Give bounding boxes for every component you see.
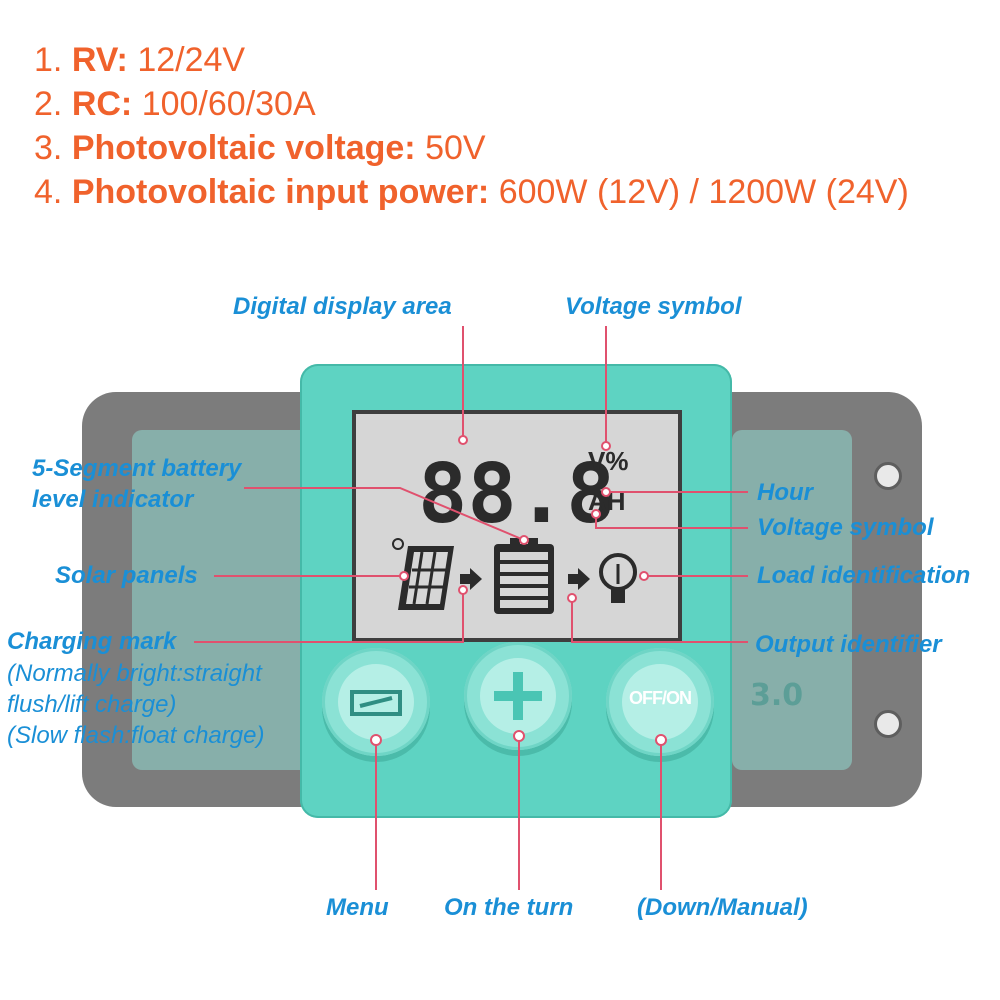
spec-label: RV: <box>71 41 128 79</box>
battery-icon <box>494 538 554 614</box>
callout-load-identification: Load identification <box>757 562 971 589</box>
callout-hour: Hour <box>757 479 813 506</box>
charging-note-line1: (Normally bright:straight <box>7 660 262 687</box>
menu-button-face <box>338 664 414 740</box>
menu-button[interactable] <box>322 648 430 756</box>
screw-icon <box>874 710 902 738</box>
spec-number: 4. <box>34 173 63 211</box>
spec-value: 100/60/30A <box>141 85 316 123</box>
callout-battery-indicator-line1: 5-Segment battery <box>32 455 242 482</box>
callout-menu: Menu <box>326 894 389 921</box>
front-panel: 88.8 V% AH <box>300 364 732 818</box>
spec-line-1: 1. RV: 12/24V <box>34 40 245 80</box>
offon-button-face: OFF/ON <box>622 664 698 740</box>
callout-voltage-symbol-top: Voltage symbol <box>565 293 742 320</box>
spec-label: RC: <box>71 85 133 123</box>
lcd-unit-ah: AH <box>588 486 626 516</box>
callout-solar-panels: Solar panels <box>55 562 198 589</box>
callout-charging-mark: Charging mark <box>7 628 177 655</box>
lcd-graphics: 88.8 V% AH <box>392 446 637 614</box>
spec-value: 600W (12V) / 1200W (24V) <box>498 173 909 211</box>
spec-label: Photovoltaic input power: <box>71 173 490 211</box>
screw-icon <box>874 462 902 490</box>
housing-label-right <box>732 430 852 770</box>
plus-button[interactable] <box>464 642 572 750</box>
spec-line-2: 2. RC: 100/60/30A <box>34 84 316 124</box>
plus-button-face <box>480 658 556 734</box>
solar-panel-icon <box>392 538 454 610</box>
spec-label: Photovoltaic voltage: <box>71 129 416 167</box>
spec-value: 50V <box>425 129 486 167</box>
callout-voltage-symbol: Voltage symbol <box>757 514 934 541</box>
spec-line-3: 3. Photovoltaic voltage: 50V <box>34 128 486 168</box>
spec-value: 12/24V <box>137 41 246 79</box>
menu-icon <box>350 690 402 716</box>
spec-line-4: 4. Photovoltaic input power: 600W (12V) … <box>34 172 909 212</box>
plus-icon <box>494 672 542 720</box>
lcd-digits: 88.8 <box>418 447 615 542</box>
lcd-unit-voltage: V% <box>588 446 628 476</box>
spec-number: 1. <box>34 41 63 79</box>
load-bulb-icon <box>599 553 637 603</box>
callout-on-the-turn: On the turn <box>444 894 574 921</box>
callout-digital-display-area: Digital display area <box>233 293 452 320</box>
callout-battery-indicator-line2: level indicator <box>32 486 194 513</box>
housing-ghost-text: 3.0 <box>750 678 804 713</box>
offon-label: OFF/ON <box>629 688 692 708</box>
charging-arrow-icon <box>460 568 482 590</box>
callout-output-identifier: Output identifier <box>755 631 942 658</box>
callout-down-manual: (Down/Manual) <box>637 894 808 921</box>
spec-number: 3. <box>34 129 63 167</box>
charging-note-line3: (Slow flash:float charge) <box>7 722 265 749</box>
lcd-screen: 88.8 V% AH <box>352 410 682 642</box>
offon-button[interactable]: OFF/ON <box>606 648 714 756</box>
spec-number: 2. <box>34 85 63 123</box>
output-arrow-icon <box>568 568 590 590</box>
charging-note-line2: flush/lift charge) <box>7 691 177 718</box>
